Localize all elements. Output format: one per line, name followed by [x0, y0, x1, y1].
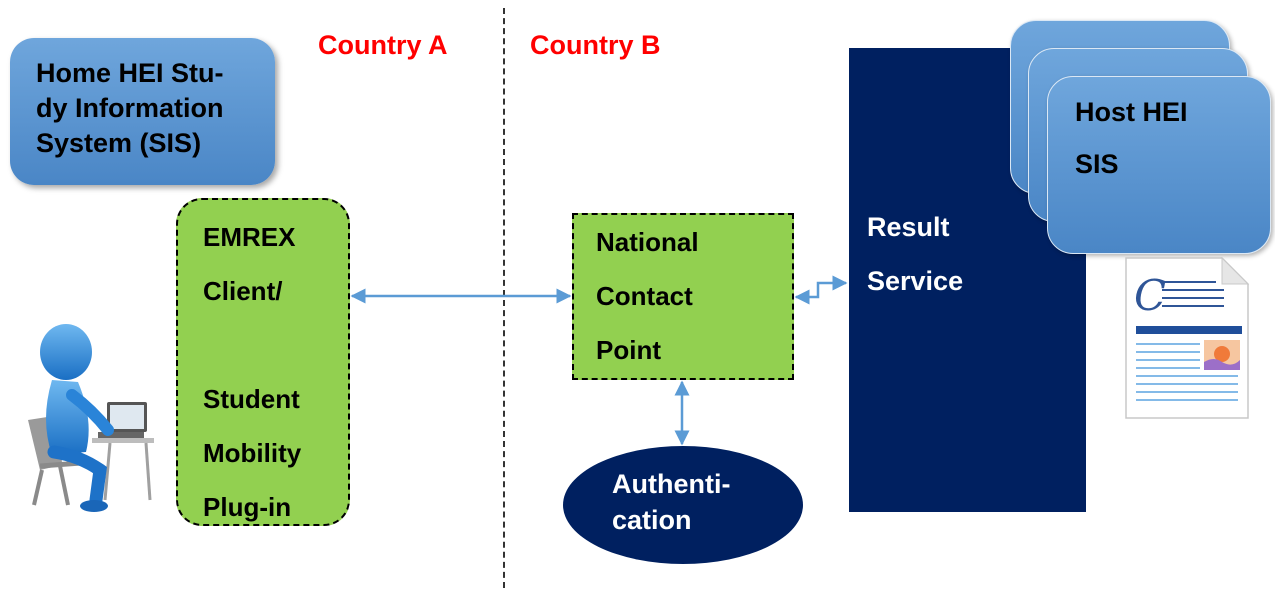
ncp-result-arrow — [794, 275, 848, 305]
svg-text:C: C — [1134, 271, 1166, 320]
authentication-label: Authenti- cation — [612, 469, 731, 535]
host-hei-sis-label: Host HEI SIS — [1075, 97, 1188, 179]
authentication-node — [563, 446, 803, 564]
national-contact-point-label: National Contact Point — [596, 227, 699, 365]
emrex-client-label: EMREX Client/ Student Mobility Plug-in — [203, 222, 302, 522]
home-hei-sis-label: Home HEI Stu- dy Information System (SIS… — [36, 58, 224, 158]
country-b-label: Country B — [530, 30, 661, 60]
person-at-laptop-icon — [28, 324, 154, 512]
emrex-client-box — [176, 198, 350, 526]
certificate-document-icon: C — [1125, 256, 1250, 419]
result-service-label: Result Service — [867, 212, 964, 296]
national-contact-point-box — [572, 213, 794, 380]
home-hei-sis-box — [10, 38, 275, 185]
country-a-label: Country A — [318, 30, 448, 60]
host-hei-sis-card-front — [1047, 76, 1271, 254]
